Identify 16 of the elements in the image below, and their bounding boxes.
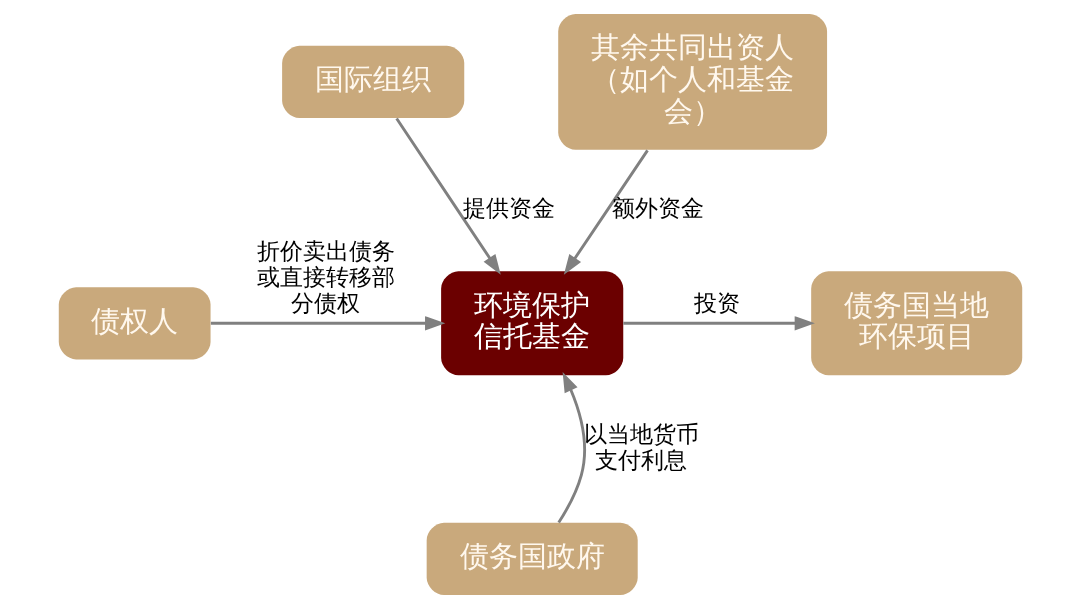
arrow: [563, 149, 649, 275]
arrow: [557, 371, 586, 524]
edge-label: 投资: [693, 290, 740, 317]
node-box: 环境保护信托基金: [440, 271, 623, 376]
edge-label: 提供资金: [462, 195, 555, 222]
edge-label: 以当地货币支付利息: [583, 420, 699, 473]
node-box: 其余共同出资人（如个人和基金会）: [557, 13, 827, 150]
node-box: 债权人: [58, 287, 211, 360]
arrow: [394, 117, 501, 275]
arrow: [622, 316, 815, 331]
node-box: 债务国政府: [426, 522, 638, 596]
node-box: 债务国当地环保项目: [810, 271, 1022, 376]
edge-label: 额外资金: [611, 195, 704, 222]
node-box: 国际组织: [281, 45, 464, 119]
arrow: [210, 316, 445, 331]
edge-label: 折价卖出债务或直接转移部分债权: [256, 238, 395, 317]
